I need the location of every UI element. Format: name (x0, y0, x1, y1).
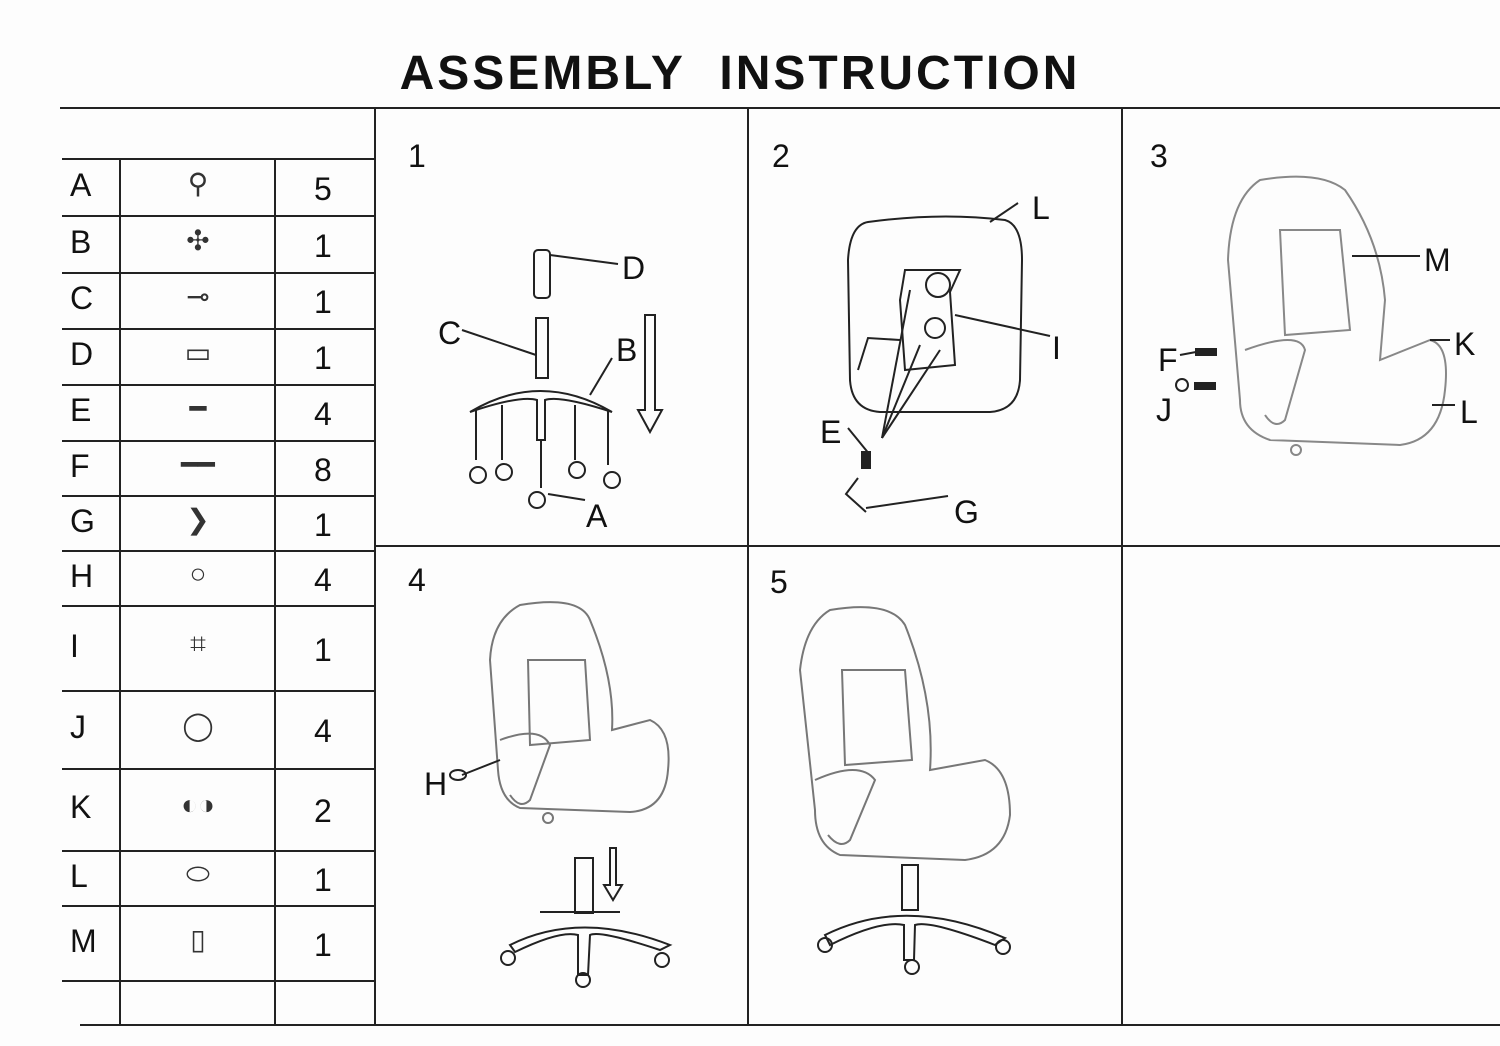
part-quantity: 4 (314, 713, 332, 749)
table-rule (62, 495, 376, 497)
part-letter: D (70, 336, 94, 372)
part-letter: L (70, 857, 88, 894)
part-letter: E (70, 392, 92, 428)
washer-icon: ○ (189, 557, 207, 589)
part-letter: J (70, 709, 86, 745)
part-quantity: 1 (314, 926, 332, 963)
callout-label: M (1424, 242, 1451, 278)
step5-chair-drawing (798, 606, 1012, 975)
step-number: 2 (772, 138, 790, 174)
gas-lift-icon: ⊸ (186, 281, 210, 312)
divider (747, 108, 749, 1026)
callout-label: G (954, 494, 979, 530)
callout-label: L (1032, 190, 1050, 226)
part-quantity: 4 (314, 396, 332, 432)
part-quantity: 1 (314, 631, 332, 668)
table-rule (62, 550, 376, 552)
part-quantity: 4 (314, 561, 332, 598)
part-letter: I (70, 627, 79, 664)
part-letter: B (70, 223, 92, 260)
part-quantity: 2 (314, 793, 332, 829)
part-letter: F (70, 447, 90, 484)
step-number: 4 (408, 562, 426, 598)
callout-label: I (1052, 330, 1061, 366)
divider (1121, 108, 1123, 1026)
allen-key-icon: ❯ (186, 503, 210, 535)
callout-label: D (622, 250, 646, 286)
callout-label: B (616, 332, 638, 368)
armrest-icon: ◐◑ (181, 789, 215, 820)
part-quantity: 1 (314, 340, 332, 376)
step3-chair-drawing (1226, 175, 1455, 456)
table-rule (274, 158, 276, 1024)
step-number: 3 (1150, 138, 1168, 174)
table-rule (62, 690, 376, 692)
part-letter: H (70, 557, 94, 594)
base-icon: ✣ (186, 224, 210, 256)
step3-bolts (1175, 348, 1217, 392)
table-rule (62, 440, 376, 442)
short-bolt-icon: ━ (189, 393, 207, 424)
callout-label: J (1156, 392, 1172, 428)
seat-icon: ⬭ (186, 857, 210, 889)
step4-base-drawing (500, 847, 673, 988)
table-rule (62, 384, 376, 386)
part-letter: M (70, 922, 97, 959)
step2-seat-drawing (844, 202, 1051, 513)
part-quantity: 8 (314, 451, 332, 488)
table-rule (62, 605, 376, 607)
caster-icon: ⚲ (187, 167, 209, 199)
table-rule (62, 158, 376, 160)
table-rule (62, 980, 376, 982)
table-rule (62, 328, 376, 330)
divider (374, 108, 376, 1026)
divider (375, 545, 1500, 547)
cap-icon: ◯ (182, 710, 214, 741)
callout-label: C (438, 315, 462, 351)
callout-label: K (1454, 326, 1476, 362)
table-rule (62, 215, 376, 217)
part-quantity: 1 (314, 506, 332, 543)
divider (60, 107, 1500, 109)
table-rule (62, 272, 376, 274)
long-bolt-icon: ━━ (181, 448, 215, 480)
table-rule (62, 768, 376, 770)
page-title: ASSEMBLY INSTRUCTION (399, 47, 1081, 100)
callout-label: E (820, 414, 842, 450)
part-letter: A (70, 166, 92, 203)
step-number: 5 (770, 564, 788, 600)
callout-label: F (1158, 342, 1178, 378)
cylinder-cover-icon: ▭ (184, 337, 212, 368)
part-quantity: 5 (314, 170, 332, 207)
table-rule (62, 905, 376, 907)
callout-label: H (424, 766, 448, 802)
part-quantity: 1 (314, 227, 332, 264)
mechanism-icon: ⌗ (190, 627, 206, 659)
part-letter: C (70, 280, 94, 316)
step-number: 1 (408, 138, 426, 174)
table-rule (62, 850, 376, 852)
callout-label: L (1460, 394, 1478, 430)
part-quantity: 1 (314, 284, 332, 320)
backrest-icon: ▯ (190, 923, 206, 955)
step4-chair-drawing (449, 601, 670, 824)
table-rule (119, 158, 121, 1024)
part-letter: G (70, 502, 95, 539)
callout-label: A (586, 498, 608, 534)
divider (80, 1024, 1500, 1026)
step1-base-drawing (461, 249, 664, 509)
part-quantity: 1 (314, 861, 332, 898)
part-letter: K (70, 789, 92, 825)
